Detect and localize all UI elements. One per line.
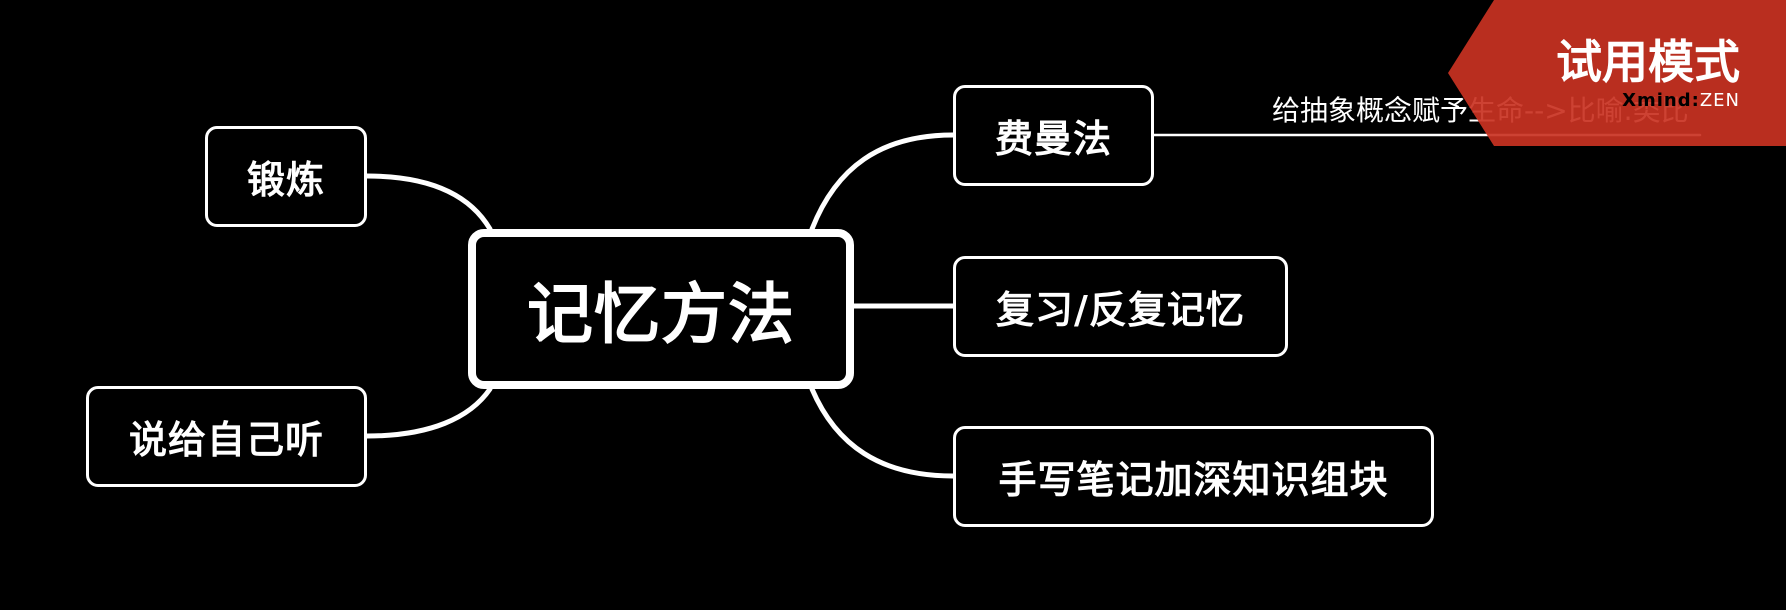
xmind-logo: Xmind:ZEN (1622, 90, 1740, 111)
brand-name: Xmind (1622, 90, 1692, 111)
topic-handwritten-notes[interactable]: 手写笔记加深知识组块 (953, 426, 1434, 527)
brand-edition: ZEN (1699, 90, 1740, 111)
topic-feynman[interactable]: 费曼法 (953, 85, 1154, 186)
connector-notes (809, 386, 956, 479)
trial-mode-title: 试用模式 (1556, 35, 1740, 89)
trial-mode-badge: 试用模式 Xmind:ZEN (1448, 0, 1786, 146)
central-topic[interactable]: 记忆方法 (468, 229, 854, 389)
topic-exercise[interactable]: 锻炼 (205, 126, 367, 227)
connector-exercise (364, 173, 493, 232)
connector-tellself (364, 386, 493, 439)
topic-review[interactable]: 复习/反复记忆 (953, 256, 1288, 357)
badge-shape (1448, 0, 1786, 146)
topic-tell-yourself[interactable]: 说给自己听 (86, 386, 367, 487)
connector-feynman (809, 132, 956, 232)
brand-separator: : (1691, 90, 1700, 111)
